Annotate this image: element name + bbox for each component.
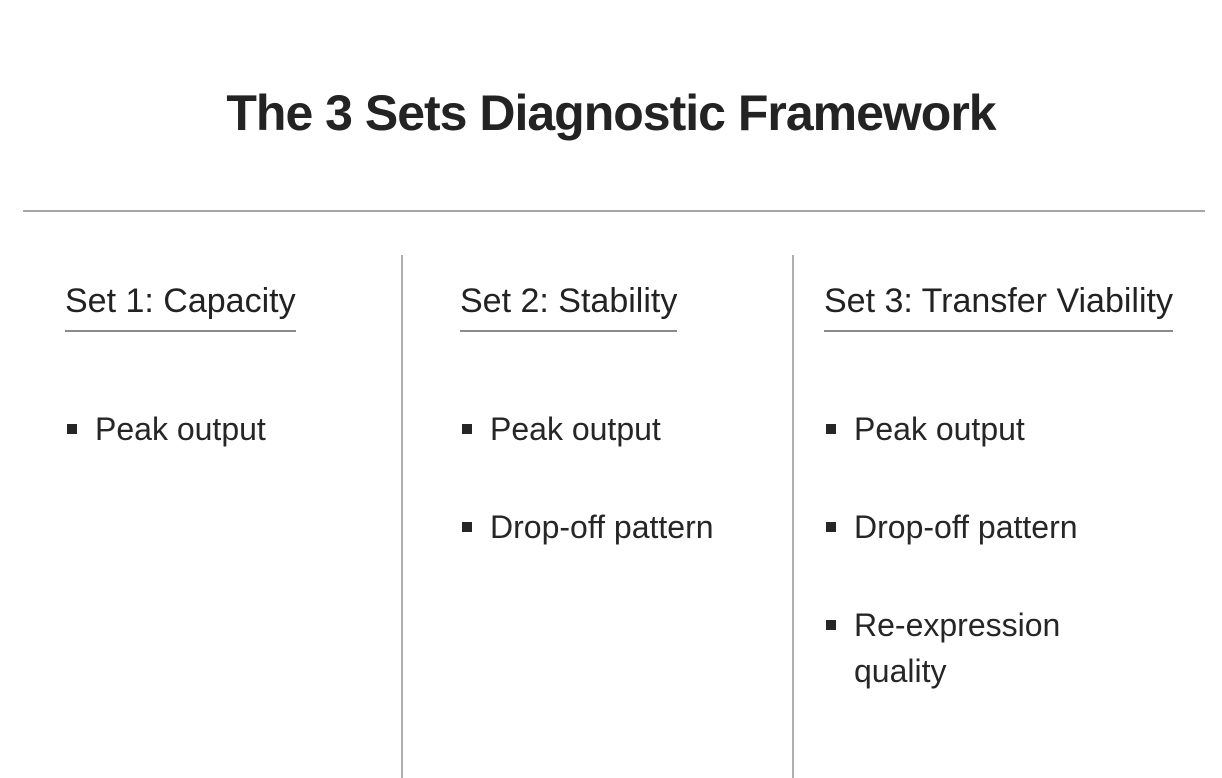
list-item-text: Peak output [95, 411, 266, 447]
column-list-set-2: Peak output Drop-off pattern [460, 406, 780, 550]
bullet-square-icon [462, 424, 472, 434]
list-item-text: Peak output [490, 411, 661, 447]
list-item: Peak output [460, 406, 780, 452]
column-list-set-1: Peak output [65, 406, 390, 452]
list-item-text: Drop-off pattern [854, 509, 1078, 545]
column-divider-2 [792, 255, 794, 778]
list-item-text: Peak output [854, 411, 1025, 447]
bullet-square-icon [67, 424, 77, 434]
column-set-3: Set 3: Transfer Viability Peak output Dr… [824, 280, 1173, 694]
bullet-square-icon [826, 424, 836, 434]
title-divider-line [23, 210, 1205, 212]
column-heading-set-2: Set 2: Stability [460, 280, 678, 332]
list-item: Drop-off pattern [824, 504, 1154, 550]
column-set-2: Set 2: Stability Peak output Drop-off pa… [460, 280, 780, 550]
bullet-square-icon [462, 522, 472, 532]
column-heading-set-1: Set 1: Capacity [65, 280, 296, 332]
bullet-square-icon [826, 522, 836, 532]
column-set-1: Set 1: Capacity Peak output [65, 280, 390, 452]
list-item-text: Drop-off pattern [490, 509, 714, 545]
bullet-square-icon [826, 620, 836, 630]
column-divider-1 [401, 255, 403, 778]
list-item-text: Re-expression quality [854, 607, 1061, 689]
column-heading-set-3: Set 3: Transfer Viability [824, 280, 1173, 332]
column-list-set-3: Peak output Drop-off pattern Re-expressi… [824, 406, 1154, 694]
list-item: Re-expression quality [824, 602, 1154, 694]
list-item: Drop-off pattern [460, 504, 780, 550]
page-title: The 3 Sets Diagnostic Framework [226, 85, 996, 141]
list-item: Peak output [65, 406, 390, 452]
list-item: Peak output [824, 406, 1154, 452]
